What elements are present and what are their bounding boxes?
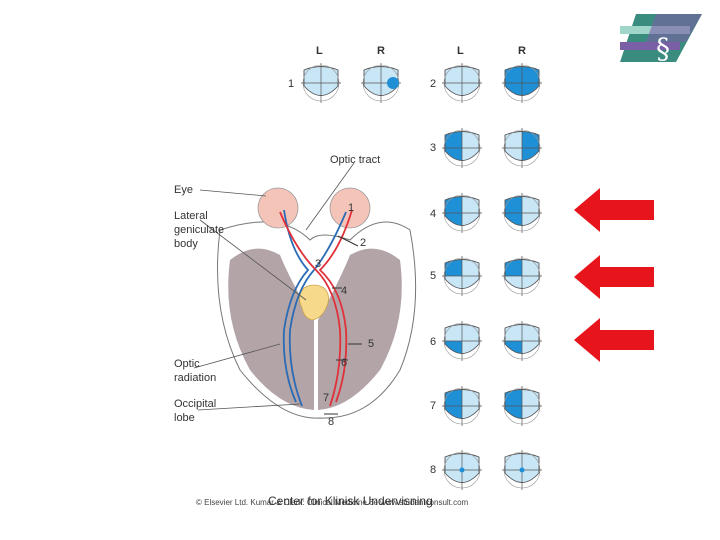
field-number-4: 4 bbox=[430, 208, 437, 220]
lesion-number-8: 8 bbox=[328, 416, 335, 428]
lesion-number-5: 5 bbox=[368, 338, 375, 350]
label-optic-tract: Optic tract bbox=[330, 154, 381, 166]
arrow-row-6 bbox=[574, 318, 654, 362]
label-lgb-3: body bbox=[174, 238, 198, 250]
header-l1: L bbox=[316, 45, 323, 57]
arrow-row-4 bbox=[574, 188, 654, 232]
field-number-3: 3 bbox=[430, 142, 437, 154]
label-eye: Eye bbox=[174, 184, 193, 196]
field-3-left bbox=[442, 128, 482, 168]
eye-left bbox=[257, 187, 299, 229]
lesion-number-6: 6 bbox=[341, 357, 348, 369]
lesion-number-2: 2 bbox=[360, 237, 367, 249]
field-7-left bbox=[442, 386, 482, 426]
field-number-2: 2 bbox=[430, 78, 437, 90]
field-2-left bbox=[442, 63, 482, 103]
field-2-right bbox=[502, 63, 542, 103]
field-number-6: 6 bbox=[430, 336, 437, 348]
logo: § bbox=[620, 14, 702, 64]
field-1-right bbox=[361, 63, 401, 103]
field-number-1: 1 bbox=[288, 78, 295, 90]
field-1-left bbox=[301, 63, 341, 103]
field-7-right bbox=[502, 386, 542, 426]
field-number-5: 5 bbox=[430, 270, 437, 282]
nerve-blue-1 bbox=[282, 209, 310, 403]
brainstem bbox=[299, 284, 329, 321]
nerve-red-1 bbox=[279, 211, 342, 407]
nerve-red-2 bbox=[318, 209, 353, 403]
arrow-row-5 bbox=[574, 255, 654, 299]
field-8-right bbox=[502, 450, 542, 490]
label-occipital-2: lobe bbox=[174, 412, 195, 424]
label-optic-rad-1: Optic bbox=[174, 358, 200, 370]
label-lgb-2: geniculate bbox=[174, 224, 225, 236]
field-number-8: 8 bbox=[430, 464, 437, 476]
header-l2: L bbox=[457, 45, 464, 57]
header-r2: R bbox=[518, 45, 526, 57]
field-6-right bbox=[502, 321, 542, 361]
label-lgb-1: Lateral bbox=[174, 210, 208, 222]
lesion-number-4: 4 bbox=[341, 285, 348, 297]
lesion-number-7: 7 bbox=[323, 392, 330, 404]
field-8-left bbox=[442, 450, 482, 490]
lesion-mark-2 bbox=[337, 235, 359, 247]
label-occipital-1: Occipital bbox=[174, 398, 217, 410]
label-optic-rad-2: radiation bbox=[174, 372, 217, 384]
header-r1: R bbox=[377, 45, 385, 57]
field-number-7: 7 bbox=[430, 400, 437, 412]
footer-overlay: Center for Klinisk Undervisning bbox=[268, 494, 433, 508]
field-5-right bbox=[502, 256, 542, 296]
field-4-left bbox=[442, 193, 482, 233]
eye-right bbox=[329, 187, 371, 229]
logo-mark: § bbox=[656, 32, 670, 64]
field-5-left bbox=[442, 256, 482, 296]
footer-credit: © Elsevier Ltd. Kumar & Clark: Clinical … bbox=[196, 498, 469, 507]
lesion-number-1: 1 bbox=[348, 202, 355, 214]
lesion-number-3: 3 bbox=[315, 258, 322, 270]
